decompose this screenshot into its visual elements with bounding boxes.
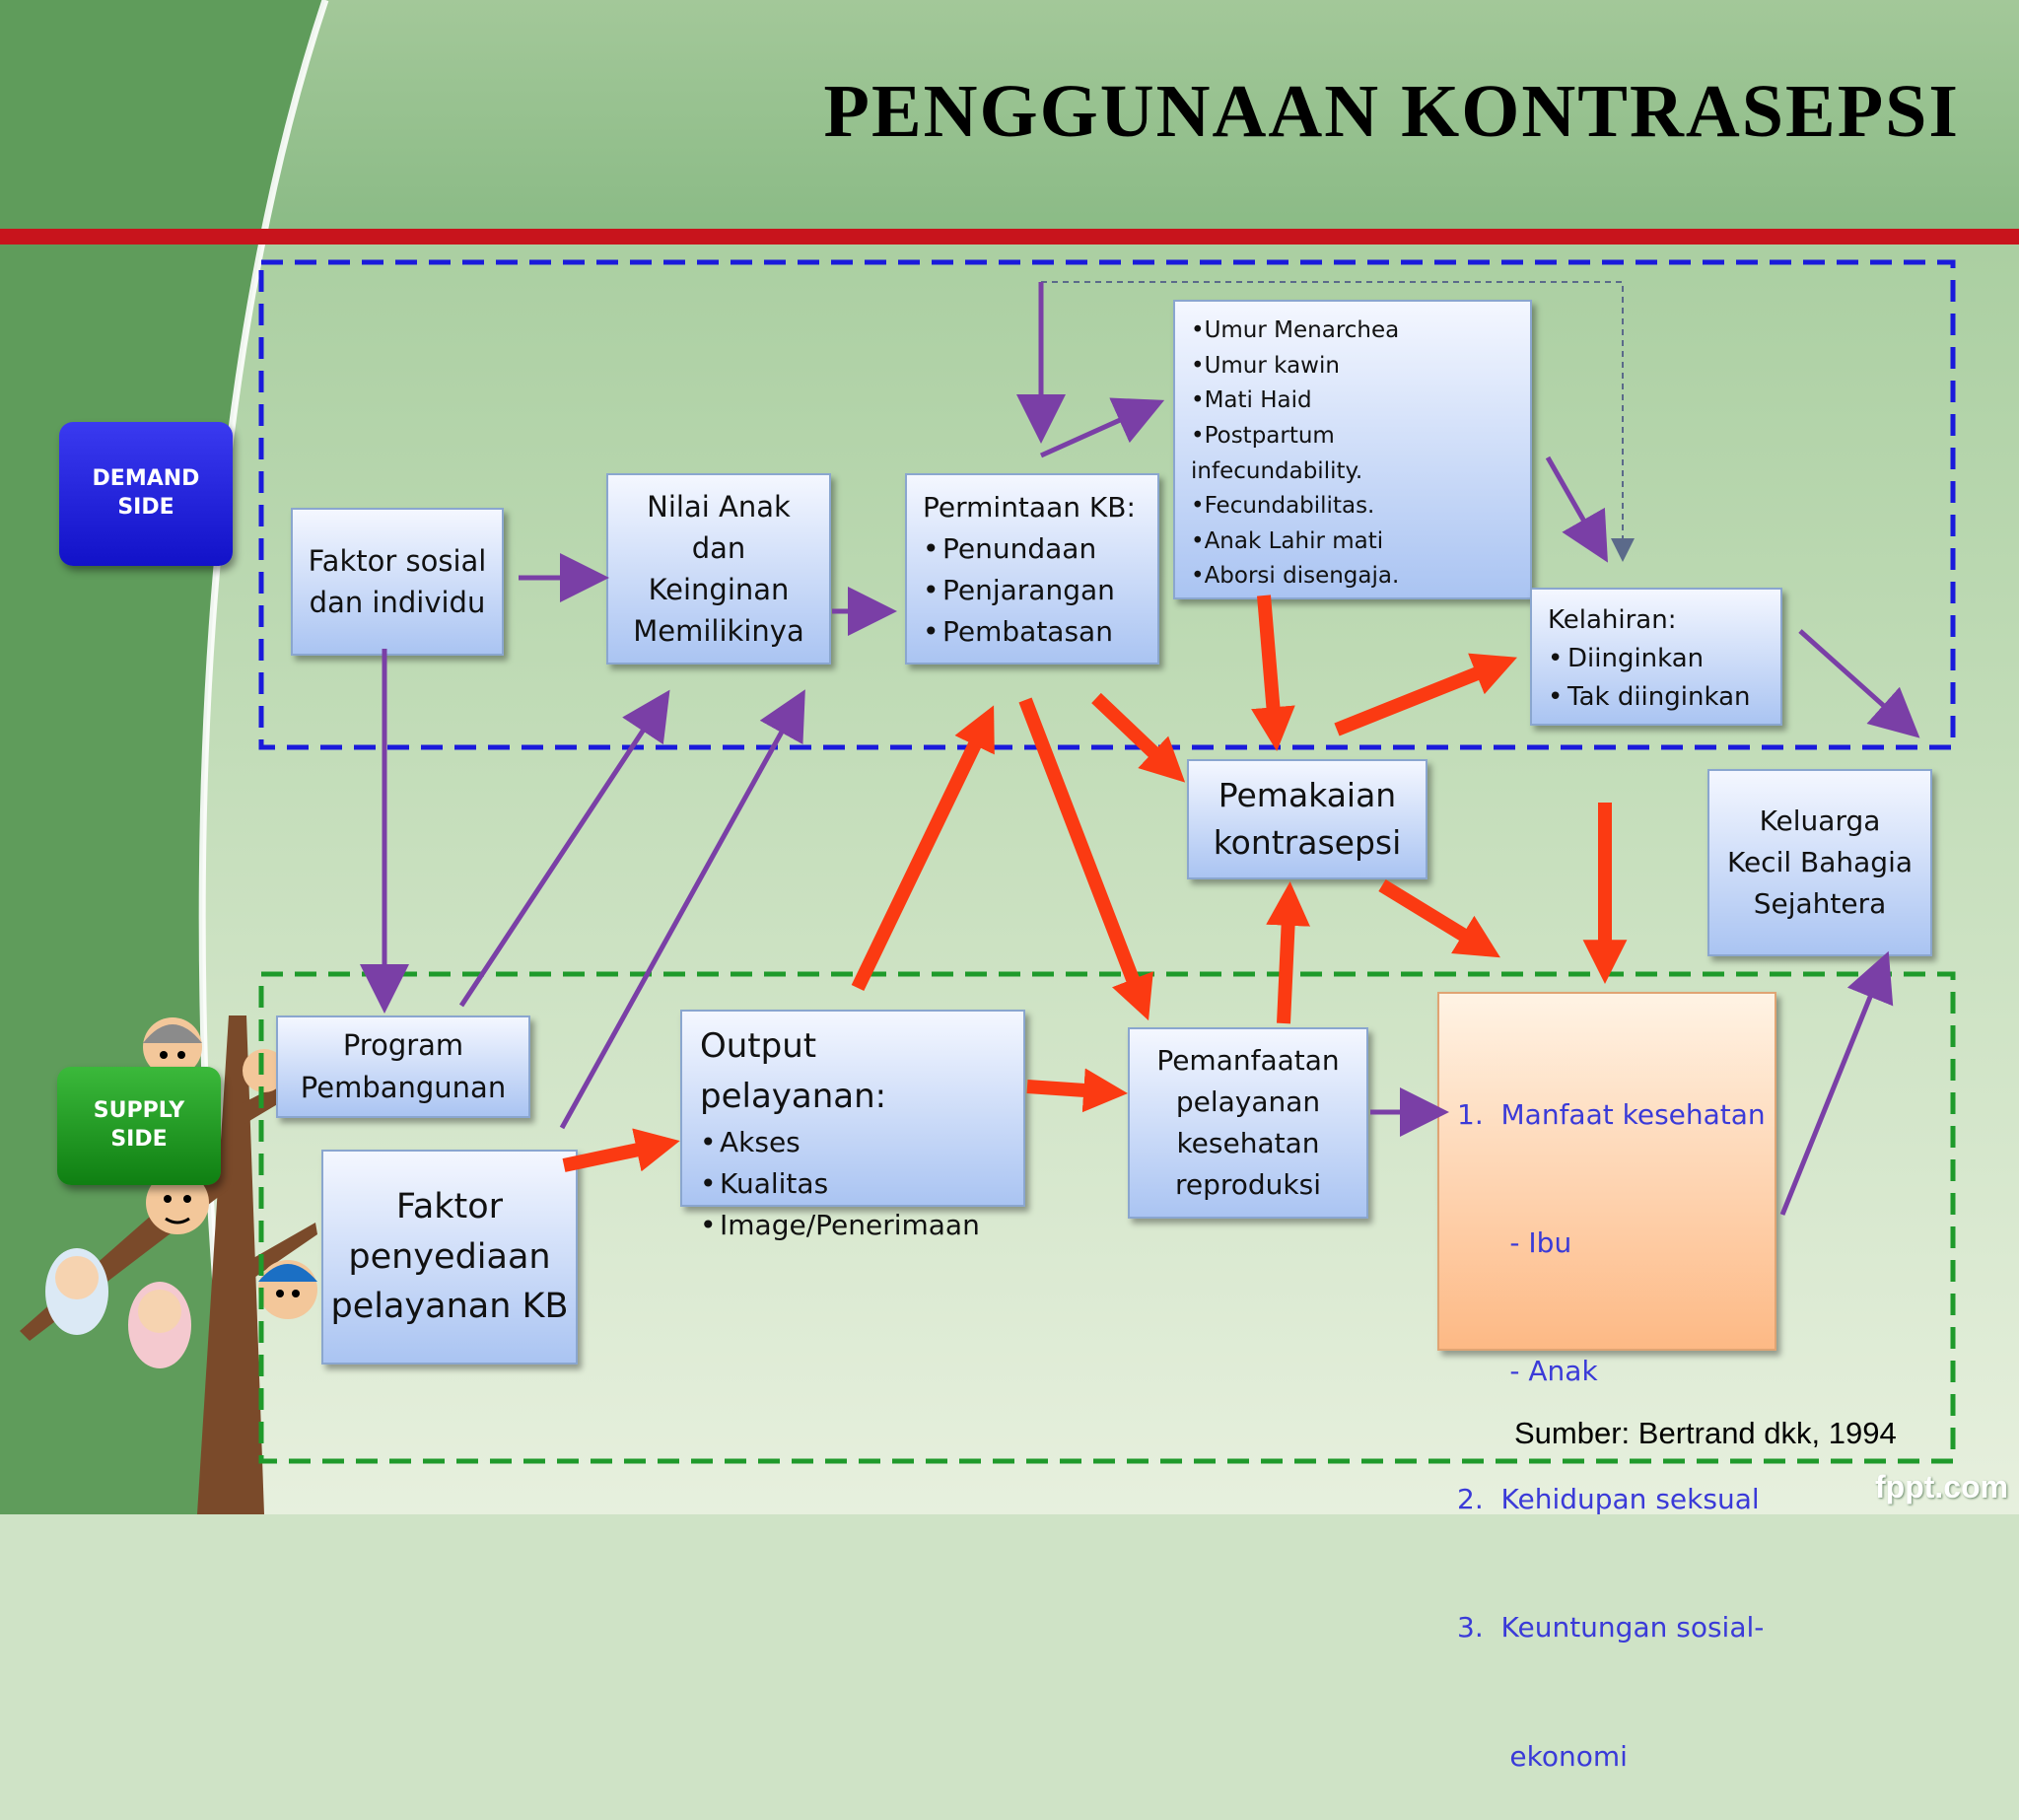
- diagram-arrows: [360, 281, 1920, 1216]
- supply-side-button: SUPPLY SIDE: [57, 1067, 221, 1185]
- pemanfaatan-box: Pemanfaatan pelayanan kesehatan reproduk…: [1128, 1027, 1368, 1219]
- output-pelayanan-box: Output pelayanan: Akses Kualitas Image/P…: [680, 1010, 1025, 1246]
- list-item: Tak diinginkan: [1548, 678, 1765, 717]
- baby-face-icon: [45, 1248, 108, 1335]
- arrow: [1018, 697, 1153, 1021]
- baby-face-icon: [128, 1282, 191, 1368]
- cartoon-face-icon: [143, 1017, 202, 1077]
- arrow: [458, 689, 670, 1008]
- arrow: [1798, 629, 1920, 738]
- kelahiran-box: Kelahiran: Diinginkan Tak diinginkan: [1530, 588, 1782, 726]
- list-item: Penjarangan: [923, 570, 1142, 611]
- demand-side-button: DEMAND SIDE: [59, 422, 233, 566]
- nilai-anak-box: Nilai Anak dan Keinginan Memilikinya: [606, 473, 831, 665]
- faktor-sosial-box: Faktor sosial dan individu: [291, 508, 504, 656]
- brand-watermark: fppt.com: [1875, 1469, 2009, 1505]
- kelahiran-list: Diinginkan Tak diinginkan: [1548, 640, 1765, 717]
- arrow: [1251, 595, 1295, 751]
- arrow: [1026, 1068, 1128, 1113]
- demand-side-frame: [258, 259, 1956, 750]
- diagram-frames: [258, 259, 1956, 1464]
- tree-illustration: [20, 1015, 357, 1514]
- list-item: Akses: [700, 1122, 1006, 1163]
- arrow: [1266, 881, 1310, 1024]
- list-item: Diinginkan: [1548, 640, 1765, 678]
- cartoon-face-icon: [258, 1260, 317, 1319]
- arrow: [851, 705, 995, 992]
- pemakaian-kontrasepsi-box: Pemakaian kontrasepsi: [1187, 759, 1427, 879]
- list-item: Image/Penerimaan: [700, 1205, 1006, 1246]
- permintaan-kb-box: Permintaan KB: Penundaan Penjarangan Pem…: [905, 473, 1159, 665]
- feedback-dashed-line: [1041, 281, 1635, 562]
- arrow: [1779, 950, 1894, 1216]
- keluarga-box: Keluarga Kecil Bahagia Sejahtera: [1707, 769, 1932, 956]
- program-pembangunan-box: Program Pembangunan: [276, 1015, 530, 1118]
- supply-side-frame: [258, 971, 1956, 1464]
- list-item: Kualitas: [700, 1163, 1006, 1205]
- page-title: PENGGUNAAN KONTRASEPSI: [823, 70, 1960, 153]
- arrow: [562, 1128, 680, 1172]
- arrow: [1039, 397, 1165, 458]
- arrow: [1334, 653, 1517, 736]
- determinan-box: •Umur Menarchea •Umur kawin •Mati Haid •…: [1173, 300, 1532, 599]
- list-item: Penundaan: [923, 528, 1142, 570]
- arrow: [559, 689, 805, 1130]
- cartoon-face-icon: [146, 1171, 209, 1234]
- source-citation: Sumber: Bertrand dkk, 1994: [1514, 1416, 1897, 1450]
- output-pelayanan-list: Akses Kualitas Image/Penerimaan: [700, 1122, 1006, 1246]
- faktor-penyediaan-box: Faktor penyediaan pelayanan KB: [321, 1150, 578, 1365]
- permintaan-kb-list: Penundaan Penjarangan Pembatasan: [923, 528, 1142, 653]
- cartoon-face-icon: [243, 1049, 286, 1092]
- title-underline-bar: [0, 229, 2019, 245]
- list-item: Pembatasan: [923, 611, 1142, 653]
- arrow: [1378, 879, 1500, 958]
- arrow: [1545, 455, 1608, 563]
- arrow: [1091, 692, 1186, 783]
